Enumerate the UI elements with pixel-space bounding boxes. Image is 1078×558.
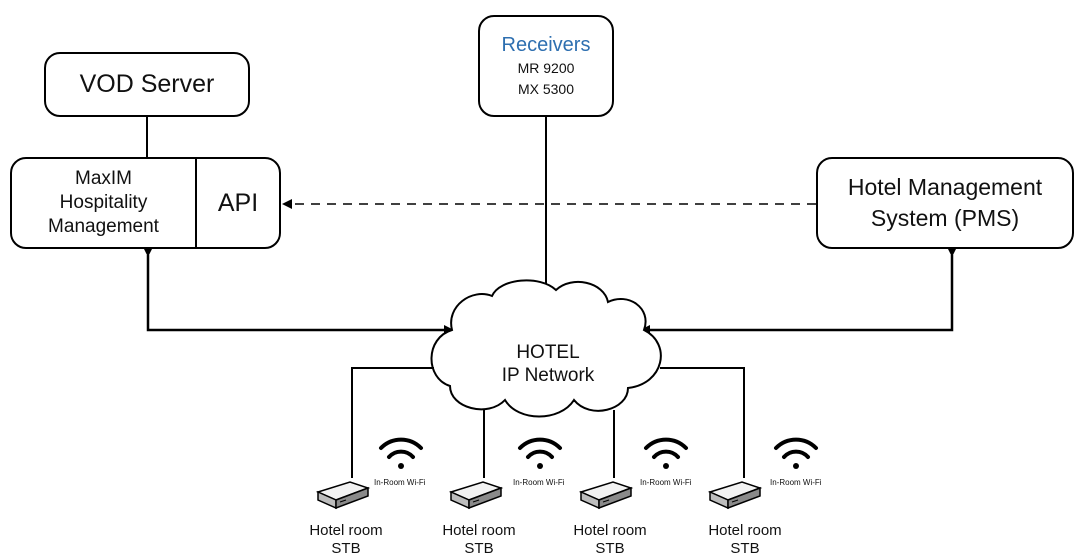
wifi-icon bbox=[518, 437, 562, 469]
wifi-icon bbox=[644, 437, 688, 469]
receiver-model-1: MR 9200 bbox=[517, 60, 575, 76]
stb-4-wifi-label: In-Room Wi-Fi bbox=[770, 478, 822, 487]
network-to-stb-1-line bbox=[351, 367, 434, 478]
network-cloud bbox=[430, 279, 662, 418]
stb-3-label-line1: Hotel room bbox=[573, 522, 647, 539]
stb-2-device bbox=[448, 481, 504, 510]
network-label: HOTEL IP Network bbox=[468, 341, 628, 387]
network-label-line2: IP Network bbox=[501, 365, 595, 386]
stb-2-label-line2: STB bbox=[464, 540, 494, 557]
network-to-stb-4-line bbox=[660, 367, 745, 478]
stb-4-device bbox=[707, 481, 763, 510]
hospitality-label-line3: Management bbox=[48, 216, 159, 237]
hospitality-label-line1: MaxIM bbox=[75, 168, 132, 189]
pms-label-line1: Hotel Management bbox=[847, 174, 1043, 200]
stb-3-label-line2: STB bbox=[595, 540, 625, 557]
stb-1-wifi-label: In-Room Wi-Fi bbox=[374, 478, 426, 487]
pms-network-connector bbox=[640, 247, 957, 335]
stb-3-wifi-label: In-Room Wi-Fi bbox=[640, 478, 692, 487]
stb-3-device bbox=[578, 481, 634, 510]
hospitality-management-box: MaxIM Hospitality Management API bbox=[10, 157, 281, 249]
stb-1-device bbox=[315, 481, 371, 510]
wifi-icon bbox=[379, 437, 423, 469]
api-label: API bbox=[217, 188, 259, 217]
vod-server-box: VOD Server bbox=[44, 52, 250, 117]
wifi-icon bbox=[774, 437, 818, 469]
receivers-box: Receivers MR 9200 MX 5300 bbox=[478, 15, 614, 117]
hospitality-network-connector bbox=[143, 247, 454, 335]
vod-server-label: VOD Server bbox=[79, 70, 215, 98]
network-label-line1: HOTEL bbox=[516, 342, 580, 363]
stb-1-label-line1: Hotel room bbox=[309, 522, 383, 539]
stb-1-label-line2: STB bbox=[331, 540, 361, 557]
stb-4-label-line1: Hotel room bbox=[708, 522, 782, 539]
stb-4-label: Hotel room STB bbox=[690, 522, 800, 558]
stb-2-label: Hotel room STB bbox=[424, 522, 534, 558]
receivers-title: Receivers bbox=[501, 34, 591, 56]
stb-3-label: Hotel room STB bbox=[555, 522, 665, 558]
receiver-model-2: MX 5300 bbox=[517, 81, 575, 97]
stb-1-label: Hotel room STB bbox=[291, 522, 401, 558]
stb-2-label-line1: Hotel room bbox=[442, 522, 516, 539]
hospitality-label-line2: Hospitality bbox=[59, 192, 148, 213]
api-section: API bbox=[197, 159, 279, 247]
stb-4-label-line2: STB bbox=[730, 540, 760, 557]
hospitality-management-section: MaxIM Hospitality Management bbox=[12, 159, 197, 247]
pms-label-line2: System (PMS) bbox=[870, 205, 1020, 231]
stb-2-wifi-label: In-Room Wi-Fi bbox=[513, 478, 565, 487]
pms-box: Hotel Management System (PMS) bbox=[816, 157, 1074, 249]
